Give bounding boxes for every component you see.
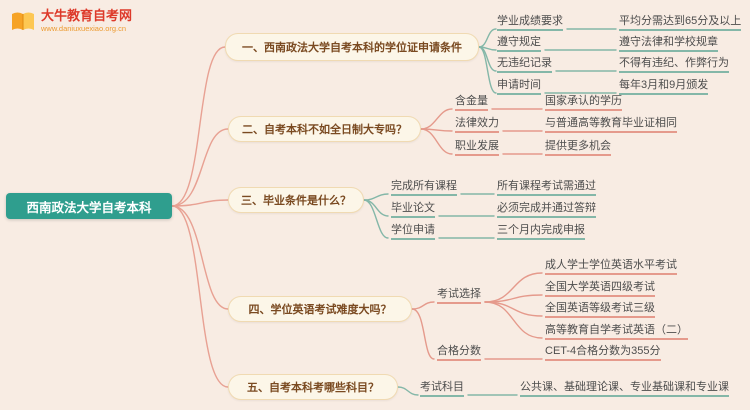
leaf-node: 国家承认的学历 [545, 93, 622, 111]
leaf-node: 高等教育自学考试英语（二） [545, 322, 688, 340]
leaf-node: 全国英语等级考试三级 [545, 300, 655, 318]
leaf-node: 全国大学英语四级考试 [545, 279, 655, 297]
subtopic: 含金量 [455, 93, 488, 111]
brand-name: 大牛教育自考网 [41, 8, 133, 23]
leaf-node: 三个月内完成申报 [497, 222, 585, 240]
leaf-node: 成人学士学位英语水平考试 [545, 257, 677, 275]
leaf-node: 遵守法律和学校规章 [619, 34, 718, 52]
leaf-node: 提供更多机会 [545, 138, 611, 156]
branch-topic-3: 三、毕业条件是什么？ [228, 187, 364, 213]
site-logo: 大牛教育自考网 www.daniuxuexiao.org.cn [10, 8, 132, 39]
root-node: 西南政法大学自考本科 [6, 193, 172, 219]
subtopic: 考试科目 [420, 379, 464, 397]
brand-url: www.daniuxuexiao.org.cn [41, 24, 127, 33]
leaf-node: 与普通高等教育毕业证相同 [545, 115, 677, 133]
subtopic: 合格分数 [437, 343, 481, 361]
book-logo-icon [10, 10, 36, 39]
branch-topic-1: 一、西南政法大学自考本科的学位证申请条件 [225, 33, 479, 61]
subtopic: 毕业论文 [391, 200, 435, 218]
subtopic: 申请时间 [497, 77, 541, 95]
subtopic: 完成所有课程 [391, 178, 457, 196]
branch-topic-2: 二、自考本科不如全日制大专吗？ [228, 116, 421, 142]
leaf-node: 所有课程考试需通过 [497, 178, 596, 196]
subtopic: 学业成绩要求 [497, 13, 563, 31]
leaf-node: 必须完成并通过答辩 [497, 200, 596, 218]
branch-topic-4: 四、学位英语考试难度大吗？ [228, 296, 412, 322]
leaf-node: 公共课、基础理论课、专业基础课和专业课 [520, 379, 729, 397]
leaf-node: 平均分需达到65分及以上 [619, 13, 742, 31]
leaf-node: 每年3月和9月颁发 [619, 77, 709, 95]
branch-topic-5: 五、自考本科考哪些科目？ [228, 374, 398, 400]
subtopic: 无违纪记录 [497, 55, 552, 73]
subtopic: 职业发展 [455, 138, 499, 156]
subtopic: 学位申请 [391, 222, 435, 240]
leaf-node: CET-4合格分数为355分 [545, 343, 661, 361]
subtopic: 考试选择 [437, 286, 481, 304]
subtopic: 法律效力 [455, 115, 499, 133]
leaf-node: 不得有违纪、作弊行为 [619, 55, 729, 73]
subtopic: 遵守规定 [497, 34, 541, 52]
